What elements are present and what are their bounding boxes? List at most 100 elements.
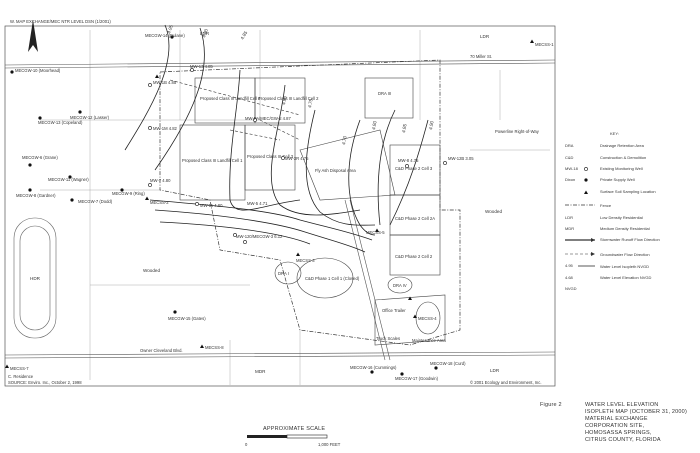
sample-label: MECSS-3 — [296, 258, 315, 263]
well-label: MECGW-7 (Dodd) — [78, 199, 113, 204]
legend-item: Private Supply Well — [600, 177, 635, 182]
cell-label: Fly Ash Disposal Area — [315, 168, 356, 173]
sample-label: MECSS-1 — [535, 42, 554, 47]
roads — [4, 59, 556, 361]
monitoring-well-icon — [405, 164, 409, 168]
monitoring-well-icon — [584, 167, 588, 171]
cell-label: C&D Phase 2 Cell 2 — [395, 254, 433, 259]
well-label: MW-1B 4.85 — [153, 80, 177, 85]
contour-label: 4.75 — [307, 98, 314, 108]
legend-nvgd: NVGD — [565, 286, 577, 291]
sample-triangle-icon — [584, 190, 588, 194]
maintenance-area-label: Maintenance Area — [412, 338, 446, 343]
cell-label: C&D Phase 2 Cell 3 — [395, 166, 433, 171]
cell-label: DRA IV — [393, 283, 407, 288]
well-icon — [173, 310, 177, 314]
wooded-label: Wooded — [485, 209, 502, 214]
well-label: MECGW-8 (Gardner) — [16, 193, 56, 198]
arrow-icon — [591, 238, 595, 242]
scale-bar-fill — [247, 435, 287, 438]
well-label: MW-8 4.75 — [398, 158, 419, 163]
surface-labels: MECSS-1 MECSS-2 MECSS-3 MECSS-4 MECSS-5 … — [10, 42, 554, 371]
well-icon — [38, 116, 42, 120]
cell-label: C&D Phase 1 Cell 1 (Closed) — [305, 276, 360, 281]
monitoring-well-icon — [253, 118, 257, 122]
scale-bar: APPROXIMATE SCALE 0 1,000 FEET — [245, 426, 341, 447]
legend-abbr: 4.68 — [565, 275, 574, 280]
monitoring-well-icon — [243, 240, 247, 244]
well-label: MECGW-12 (Lasser) — [70, 115, 110, 120]
legend-abbr: DRA — [565, 143, 574, 148]
well-label: MECGW-9 (Ring) — [112, 191, 145, 196]
sample-label: MECSS-4 — [418, 316, 437, 321]
well-label: MW-PA/MEC/GW-2 4.87 — [245, 116, 292, 121]
legend-abbr: C&D — [565, 155, 574, 160]
monitoring-well-icon — [281, 156, 285, 160]
sample-triangle-icon — [375, 228, 379, 232]
monitoring-well-icon — [195, 202, 199, 206]
contour-label: 4.90 — [428, 120, 435, 130]
well-label: MECGW-18 (Curd) — [430, 361, 466, 366]
contour-label: 4.80 — [281, 95, 288, 105]
legend-item: Groundwater Flow Direction — [600, 252, 650, 257]
well-icon — [584, 178, 588, 182]
legend-item: Medium Density Residential — [600, 226, 650, 231]
well-label: MECGW-13 (Copeland) — [38, 120, 83, 125]
well-label: MW-11 4.80 — [200, 203, 223, 208]
truck-scales-label: Truck Scales — [376, 336, 400, 341]
well-label: MECGW-14 (Dulane) — [145, 33, 185, 38]
legend-abbr: Dixon — [565, 177, 575, 182]
monitoring-well-icon — [443, 161, 447, 165]
scale-end: 1,000 FEET — [318, 442, 341, 447]
isopleth-lines — [124, 24, 429, 253]
contour-label: 4.80 — [371, 120, 378, 130]
well-icon — [400, 372, 404, 376]
cell-labels: Proposed Class III Landfill Cell 4 Propo… — [182, 91, 435, 288]
ldr-label: LDR — [490, 368, 500, 373]
well-label: MECGW-17 (Goodwin) — [395, 376, 439, 381]
contour-label: 4.90 — [201, 28, 209, 39]
well-icon — [70, 198, 74, 202]
legend-item: Drainage Retention Area — [600, 143, 645, 148]
landfill-cells — [179, 77, 446, 346]
cell-label: C&D Phase 2 Cell 2A — [395, 216, 435, 221]
cell-label: Proposed Class III Landfill Cell 1 — [182, 158, 243, 163]
well-icon — [370, 370, 374, 374]
wooded-label: Wooded — [143, 268, 160, 273]
contour-label: 4.85 — [401, 123, 408, 133]
figure-number: Figure 2 — [540, 402, 562, 408]
well-label: MW-12B 3.05 — [448, 156, 474, 161]
cell-label: DRA I — [278, 271, 289, 276]
figure-title-line: ISOPLETH MAP (OCTOBER 31, 2000) — [585, 409, 687, 415]
well-icon — [68, 175, 72, 179]
well-icon — [120, 188, 124, 192]
sample-triangle-icon — [408, 296, 412, 300]
map-frame — [4, 25, 556, 387]
well-label: MECGW-6 (Grane) — [22, 155, 58, 160]
figure-title-line: HOMOSASSA SPRINGS, — [585, 430, 652, 436]
well-label: MECGW-16 (Cummings) — [350, 365, 397, 370]
ldr-label: LDR — [200, 31, 210, 36]
north-arrow-icon — [28, 20, 38, 52]
scale-zero: 0 — [245, 442, 248, 447]
sample-label: MECSS-8 — [205, 345, 224, 350]
surface-samples — [5, 39, 534, 368]
well-label: MW-3R 4.75 — [285, 156, 309, 161]
well-label: MECGW-10 (Moorhead) — [15, 68, 61, 73]
legend-abbr: MDR — [565, 226, 574, 231]
private-wells — [10, 35, 438, 376]
legend-key: KEY: — [610, 131, 619, 136]
sample-label: MECSS-5 — [366, 230, 385, 235]
scale-bar-open — [286, 434, 328, 439]
sample-triangle-icon — [155, 74, 159, 78]
monitoring-well-icon — [148, 83, 152, 87]
legend-abbr: 4.95 — [565, 263, 574, 268]
parcel-lines — [40, 30, 550, 385]
site-fence — [159, 59, 461, 346]
well-label: MW-13 4.85 — [190, 64, 213, 69]
legend: KEY: DRA Drainage Retention Area C&D Con… — [565, 131, 660, 291]
sample-label: MECSS-7 — [10, 366, 29, 371]
sample-triangle-icon — [145, 196, 149, 200]
figure-title-line: MATERIAL EXCHANGE — [585, 416, 648, 422]
